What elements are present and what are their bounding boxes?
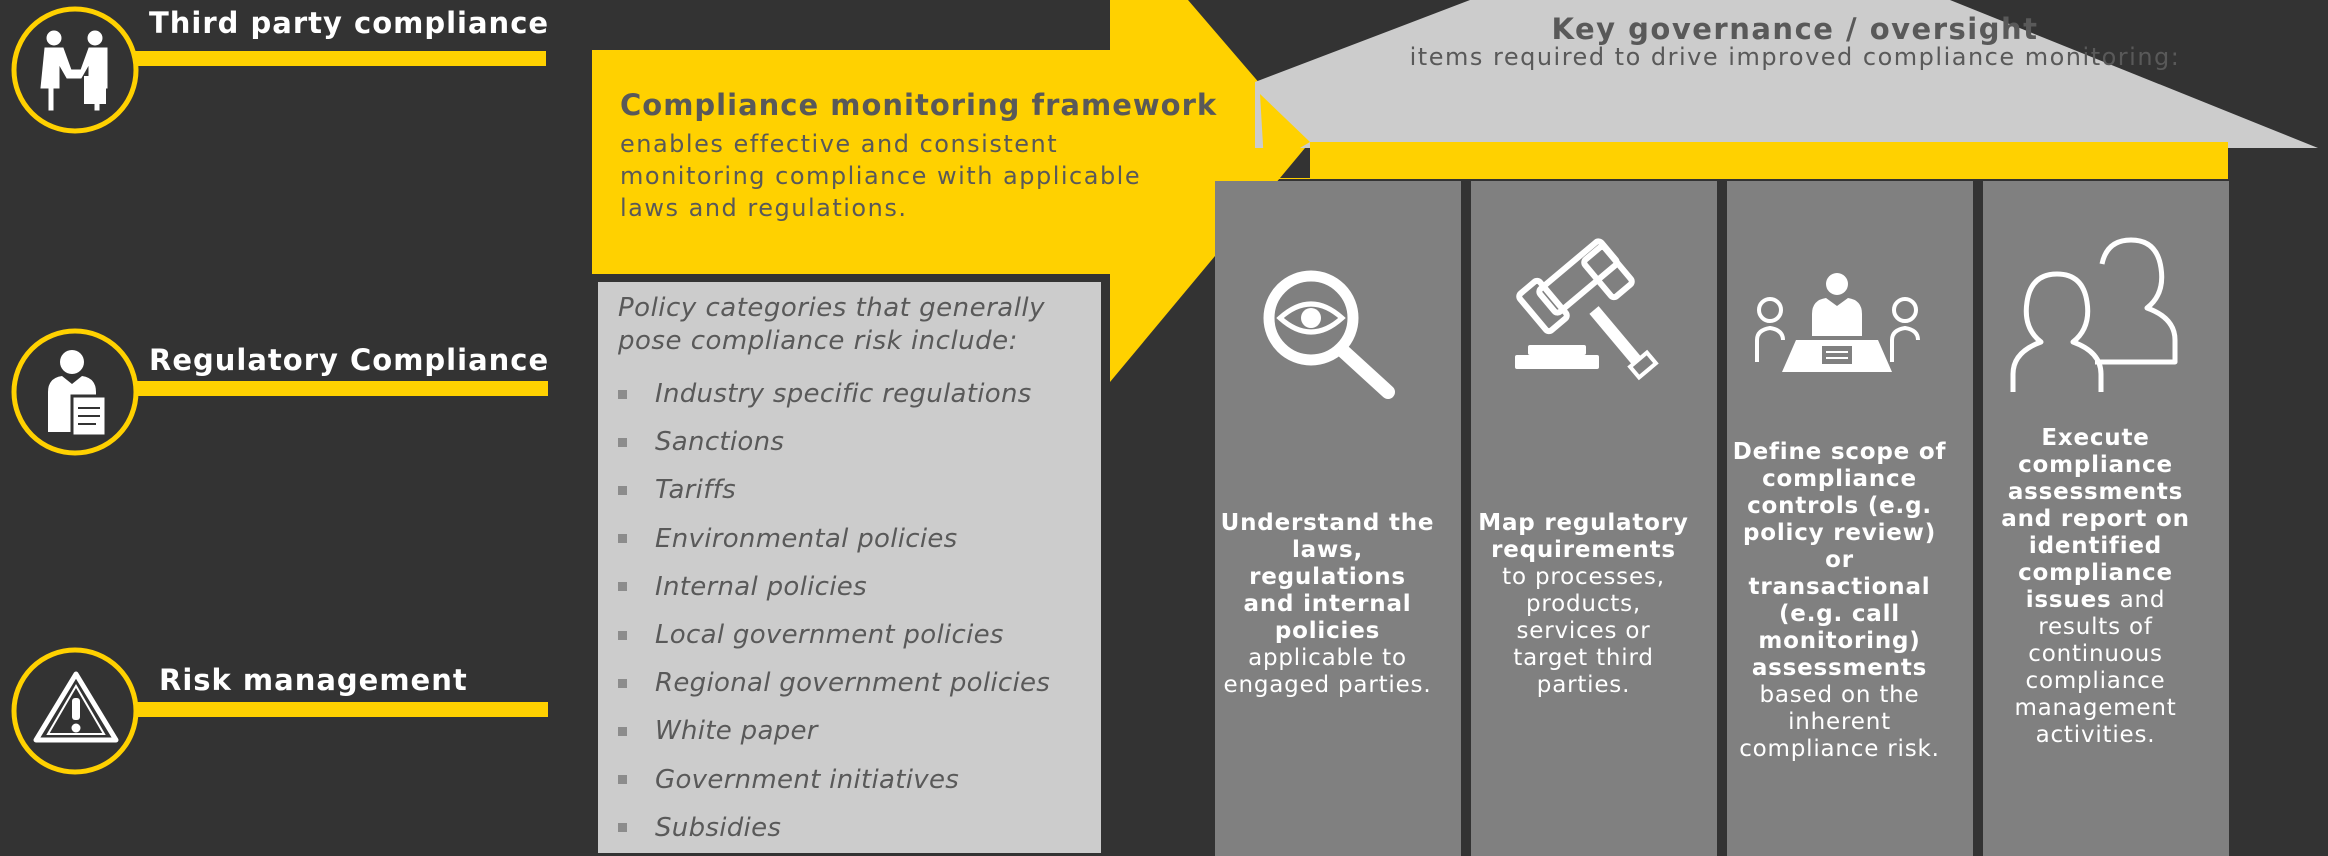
list-item: Environmental policies (618, 515, 1050, 563)
list-item-label: Local government policies (655, 620, 1004, 651)
bullet-icon (618, 775, 627, 785)
pillar-normal-text: and results of continuous compliance man… (2014, 587, 2177, 748)
pillars (1215, 181, 2229, 856)
side-title-third-party: Third party compliance (149, 6, 550, 40)
bullet-icon (618, 726, 627, 736)
list-item-label: Internal policies (655, 571, 867, 602)
list-item-label: Subsidies (655, 812, 782, 843)
bullet-icon (618, 630, 627, 640)
bullet-icon (618, 582, 627, 592)
list-item-label: Environmental policies (655, 523, 958, 554)
list-item-label: Government initiatives (655, 764, 960, 795)
list-item-label: Industry specific regulations (655, 379, 1032, 410)
list-item-label: Sanctions (655, 427, 785, 458)
pillar-bold-text: Understand the laws, regulations and int… (1220, 510, 1435, 644)
pillar-text-execute: Execute compliance assessments and repor… (1988, 425, 2203, 749)
framework-title: Compliance monitoring framework (620, 88, 1218, 122)
pillar-bold-text: Define scope of compliance controls (e.g… (1732, 439, 1947, 681)
pillar-normal-text: applicable to engaged parties. (1223, 645, 1432, 698)
list-item: Government initiatives (618, 756, 1050, 804)
bullet-icon (618, 389, 627, 399)
meeting-table-icon (1755, 273, 1920, 372)
policy-list: Industry specific regulations Sanctions … (618, 370, 1050, 852)
side-item-third-party (11, 6, 546, 134)
magnifier-eye-icon (1263, 270, 1395, 399)
side-bar (130, 702, 548, 717)
list-item-label: White paper (655, 716, 818, 747)
list-item: Industry specific regulations (618, 370, 1050, 418)
bullet-icon (618, 437, 627, 447)
list-item-label: Tariffs (655, 475, 736, 506)
governance-title: Key governance / oversight (1551, 12, 2039, 46)
policy-box (598, 282, 1101, 853)
list-item: Local government policies (618, 611, 1050, 659)
warning-triangle-icon (33, 671, 119, 743)
pillar (1215, 181, 1461, 856)
list-item-label: Regional government policies (655, 668, 1051, 699)
bullet-icon (618, 485, 627, 495)
side-bar (130, 381, 548, 396)
roof-yellow-band (1310, 142, 2228, 179)
governance-roof (1255, 0, 2318, 148)
pillar-normal-text: based on the inherent compliance risk. (1739, 682, 1940, 762)
bullet-icon (618, 678, 627, 688)
pillar (1471, 181, 1717, 856)
pillar (1727, 181, 1973, 856)
governance-subtitle: items required to drive improved complia… (1409, 43, 2181, 71)
pillar-text-map: Map regulatory requirements to processes… (1476, 510, 1691, 699)
pillar (1983, 181, 2229, 856)
list-item: White paper (618, 707, 1050, 755)
list-item: Tariffs (618, 466, 1050, 514)
list-item: Subsidies (618, 804, 1050, 852)
side-item-risk (11, 647, 548, 775)
bullet-icon (618, 534, 627, 544)
gavel-icon (1515, 238, 1659, 381)
pillar-normal-text: to processes, products, services or targ… (1502, 564, 1665, 698)
pillar-bold-text: Execute compliance assessments and repor… (2001, 425, 2190, 613)
pillar-text-understand: Understand the laws, regulations and int… (1220, 510, 1435, 699)
pillar-text-define: Define scope of compliance controls (e.g… (1732, 439, 1947, 763)
side-item-regulatory (11, 328, 548, 456)
people-outline-icon (2010, 237, 2178, 392)
policy-heading: Policy categories that generally pose co… (618, 293, 1046, 356)
list-item: Sanctions (618, 418, 1050, 466)
pillar-bold-text: Map regulatory requirements (1478, 510, 1689, 563)
side-title-regulatory: Regulatory Compliance (149, 343, 550, 377)
side-bar (130, 51, 546, 66)
business-person-document-icon (48, 350, 108, 438)
arrow-tip-over-roof (1250, 94, 1310, 179)
bullet-icon (618, 823, 627, 833)
framework-description: enables effective and consistent monitor… (620, 130, 1142, 222)
list-item: Regional government policies (618, 659, 1050, 707)
list-item: Internal policies (618, 563, 1050, 611)
handshake-icon (40, 30, 108, 111)
side-title-risk: Risk management (159, 663, 468, 697)
framework-arrow (592, 0, 1310, 382)
